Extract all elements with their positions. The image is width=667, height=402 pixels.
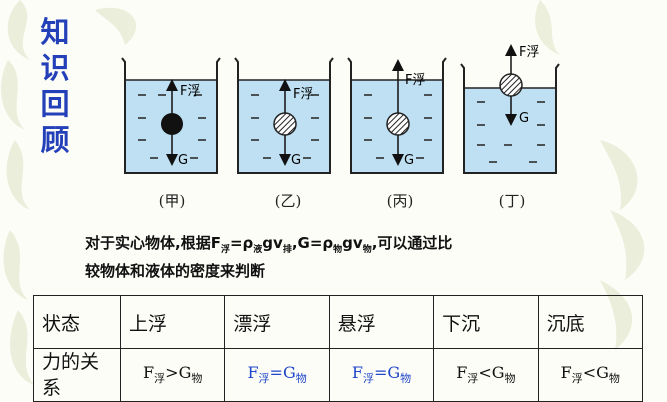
force-down-label: G	[404, 153, 414, 168]
beakers-diagram: F浮 G F浮 G F浮 G	[121, 44, 560, 174]
table-header-cell: 下沉	[433, 295, 539, 349]
row-label-cell: 力的关系	[33, 348, 121, 402]
title-char: 知	[40, 15, 70, 49]
force-down-label: G	[178, 153, 188, 168]
beaker-jia	[121, 57, 221, 174]
table-header-cell: 状态	[33, 295, 121, 349]
force-up-label: F浮	[405, 73, 425, 88]
beaker-yi	[234, 57, 334, 174]
hatched-ball	[386, 112, 410, 136]
table-row: 力的关系 F浮>G物 F浮=G物 F浮=G物 F浮<G物 F浮<G物	[33, 348, 644, 402]
beaker-ding	[460, 44, 560, 174]
table-row: 状态 上浮 漂浮 悬浮 下沉 沉底	[33, 295, 644, 349]
table-header-cell: 漂浮	[224, 295, 330, 349]
buoyancy-relation-table: 状态 上浮 漂浮 悬浮 下沉 沉底 力的关系 F浮>G物 F浮=G物 F浮=G物…	[33, 295, 644, 402]
hatched-ball	[499, 73, 523, 97]
title-vertical: 知 识 回 顾	[38, 14, 72, 158]
table-header-cell: 沉底	[537, 295, 644, 349]
description-line-1: 对于实心物体,根据F浮=ρ液gv排,G=ρ物gv物,可以通过比	[85, 234, 453, 255]
beaker-bing	[347, 57, 447, 174]
relation-cell: F浮<G物	[537, 348, 644, 402]
title-char: 顾	[40, 123, 70, 157]
force-down-label: G	[519, 111, 529, 126]
relation-cell: F浮<G物	[433, 348, 539, 402]
relation-cell: F浮=G物	[328, 348, 435, 402]
title-char: 回	[40, 87, 70, 121]
solid-ball	[161, 113, 183, 135]
caption-ding: (丁)	[498, 192, 526, 210]
title-char: 识	[40, 51, 70, 85]
force-down-label: G	[291, 153, 301, 168]
caption-yi: (乙)	[274, 192, 302, 210]
hatched-ball	[273, 112, 297, 136]
caption-jia: (甲)	[158, 192, 186, 210]
relation-cell: F浮>G物	[119, 348, 226, 402]
force-up-label: F浮	[293, 87, 313, 102]
table-header-cell: 悬浮	[328, 295, 435, 349]
description-line-2: 较物体和液体的密度来判断	[85, 262, 266, 280]
relation-cell: F浮=G物	[224, 348, 330, 402]
caption-bing: (丙)	[386, 192, 414, 210]
force-up-label: F浮	[180, 84, 200, 99]
force-up-label: F浮	[519, 45, 539, 60]
table-header-cell: 上浮	[119, 295, 226, 349]
